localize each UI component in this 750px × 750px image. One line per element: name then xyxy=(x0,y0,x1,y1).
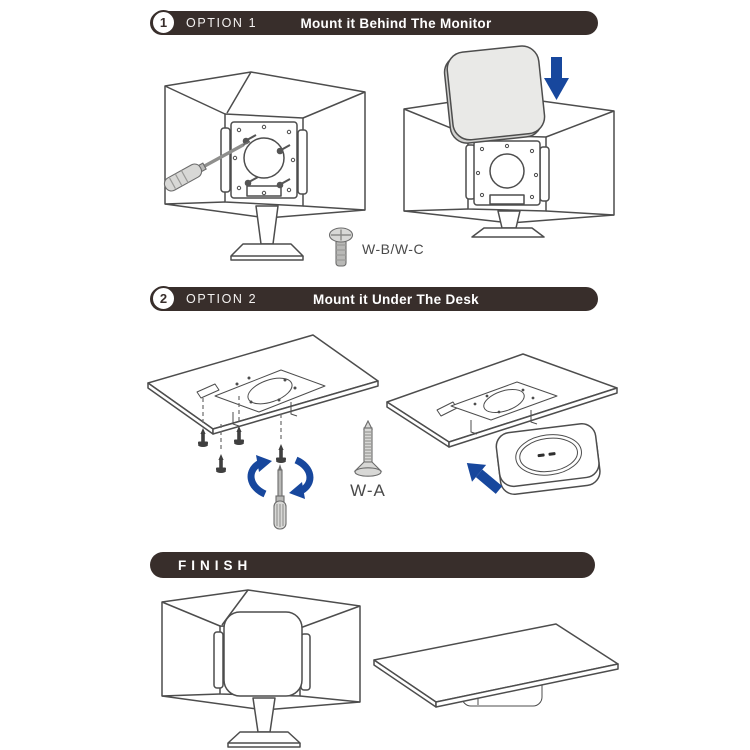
monitor-stand xyxy=(230,205,304,261)
step2-number: 2 xyxy=(159,291,168,306)
mounting-bracket xyxy=(465,140,550,206)
screwdriver-icon xyxy=(163,140,251,192)
device-bottom-illustration xyxy=(495,422,601,496)
step1-number: 1 xyxy=(159,15,168,30)
monitor-rear-bracket-illustration xyxy=(163,71,366,261)
monitor-stand xyxy=(227,697,301,748)
option1-label: OPTION 1 xyxy=(186,16,258,30)
monitor-device-insert-illustration xyxy=(403,45,615,238)
up-left-arrow-icon xyxy=(466,463,503,494)
option1-header-bar: 1 OPTION 1 Mount it Behind The Monitor xyxy=(150,10,598,35)
screw-wa-label: W-A xyxy=(350,481,386,500)
rotation-arrows-icon xyxy=(247,455,314,499)
option2-header-bar: 2 OPTION 2 Mount it Under The Desk xyxy=(150,286,598,311)
desk-top xyxy=(373,623,619,708)
down-arrow-icon xyxy=(544,57,569,100)
desk-device-insert-illustration xyxy=(386,353,618,496)
mounting-bracket xyxy=(436,381,558,435)
option1-title: Mount it Behind The Monitor xyxy=(300,15,492,31)
step2-number-badge: 2 xyxy=(151,286,176,311)
wood-screw-icon xyxy=(353,420,383,477)
finish-header-bar: FINISH xyxy=(150,552,595,578)
screw-wa: W-A xyxy=(336,420,400,501)
mounting-bracket xyxy=(220,121,308,199)
option2-label: OPTION 2 xyxy=(186,292,258,306)
desk-bracket-screws-illustration xyxy=(147,334,379,530)
guide-lines xyxy=(202,396,282,452)
small-screws xyxy=(242,134,291,189)
finish-desk-illustration xyxy=(373,623,619,708)
monitor-stand xyxy=(471,210,545,238)
screw-wbwc-label: W-B/W-C xyxy=(362,241,425,257)
device-label-mark xyxy=(537,452,556,458)
finish-label: FINISH xyxy=(178,557,253,573)
screw-wbwc: W-B/W-C xyxy=(328,226,424,272)
device-illustration xyxy=(443,45,546,144)
pan-head-screw-icon xyxy=(328,227,354,267)
mounting-bracket xyxy=(196,369,326,427)
mounting-screws xyxy=(198,426,286,473)
mounted-device xyxy=(213,611,311,697)
screwdriver-icon xyxy=(273,464,287,530)
finish-monitor-illustration xyxy=(161,589,361,748)
option2-title: Mount it Under The Desk xyxy=(313,291,479,307)
step1-number-badge: 1 xyxy=(151,10,176,35)
